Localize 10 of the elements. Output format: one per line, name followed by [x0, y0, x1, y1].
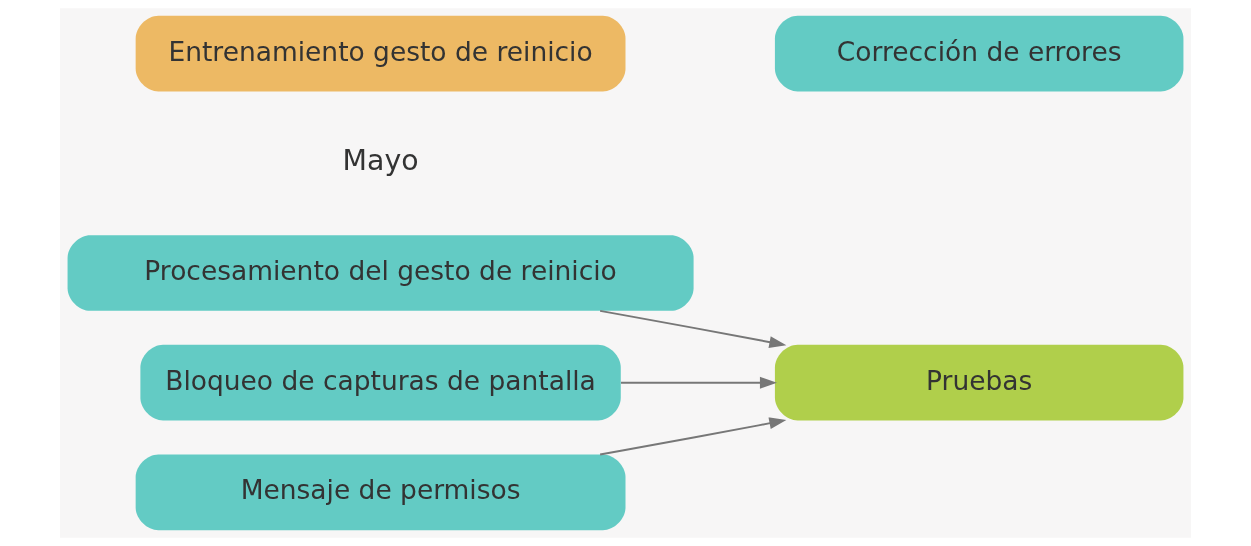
node-box: Mensaje de permisos	[135, 454, 626, 531]
node-box: Entrenamiento gesto de reinicio	[135, 15, 626, 92]
node-box: Bloqueo de capturas de pantalla	[140, 344, 621, 421]
node-box: Procesamiento del gesto de reinicio	[67, 235, 694, 311]
arrow	[599, 309, 787, 348]
arrow	[599, 417, 787, 456]
node-box: Corrección de errores	[774, 15, 1184, 92]
label: Mayo	[342, 143, 419, 177]
arrow	[620, 376, 777, 389]
node-box: Pruebas	[774, 344, 1184, 421]
